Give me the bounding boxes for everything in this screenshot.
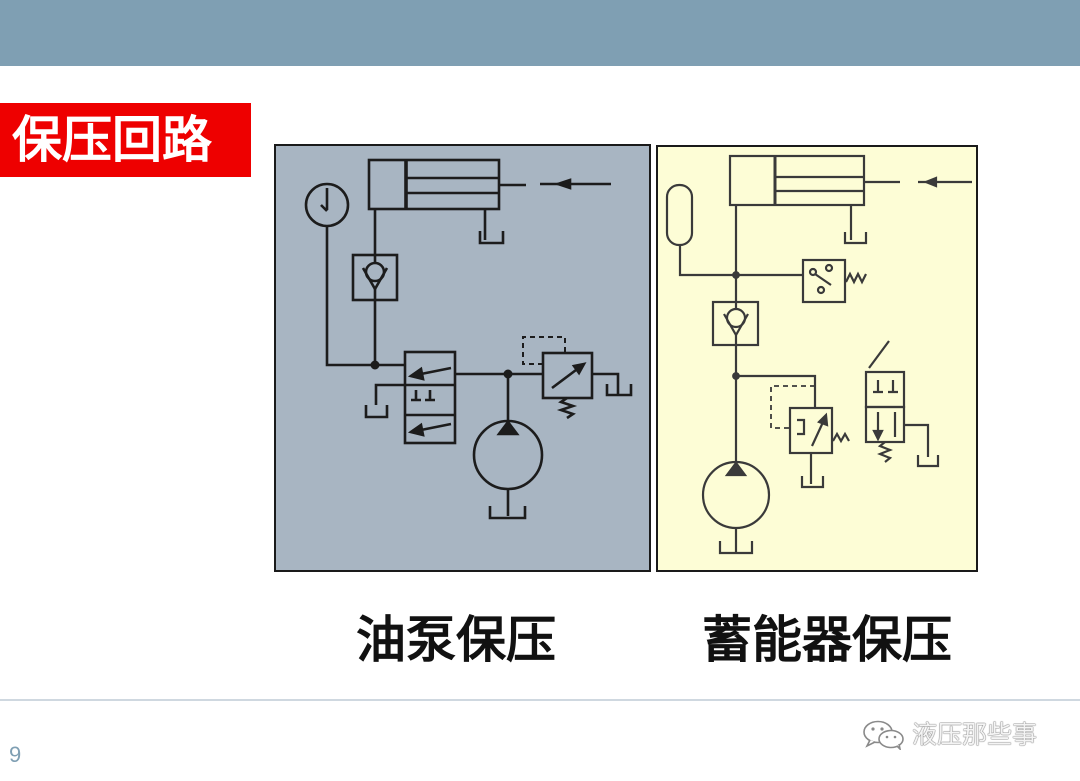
- relief-valve-arrow-head: [817, 412, 829, 427]
- pressure-gauge: [304, 182, 350, 228]
- switch-contact: [816, 285, 826, 295]
- accumulator-circuit-panel: [656, 145, 978, 572]
- wechat-eye: [885, 735, 889, 739]
- tank-outline: [364, 405, 389, 419]
- cylinder-body: [367, 158, 501, 211]
- accumulator-line: [678, 245, 736, 277]
- flow-arrow-head: [872, 429, 884, 442]
- wechat-bubble-tail: [896, 743, 902, 750]
- switch-contact: [808, 267, 818, 277]
- solenoid-valve-spring: [877, 441, 893, 463]
- relief-valve-body: [541, 351, 594, 400]
- pilot-line-dashed: [770, 385, 815, 429]
- accumulator: [665, 183, 736, 277]
- relief-valve-arrow: [551, 365, 581, 390]
- pilot-line-dashed: [522, 336, 566, 365]
- tank-outline: [916, 455, 940, 468]
- gauge-needle: [320, 188, 329, 212]
- load-arrow: [553, 178, 572, 190]
- pump-triangle: [724, 461, 748, 477]
- header-band: [0, 0, 1080, 66]
- solenoid-valve-upper-box: [864, 370, 906, 409]
- wechat-bubble-tail: [865, 739, 876, 748]
- relief-valve-arrow: [811, 419, 825, 447]
- oil-pump-circuit-panel: [274, 144, 651, 572]
- relief-valve: [522, 336, 633, 420]
- slide-title: 保压回路: [12, 110, 212, 169]
- blocked-ports: [873, 380, 898, 394]
- valve-dividers: [405, 383, 455, 417]
- valve-body: [403, 350, 457, 445]
- footer-divider: [0, 699, 1080, 701]
- switch-contact: [824, 263, 834, 273]
- relief-valve-arrow-head: [571, 362, 587, 376]
- relief-valve-notch: [797, 418, 806, 436]
- gauge-pipe-line: [325, 226, 405, 367]
- hydraulic-pump: [701, 460, 771, 555]
- tank-symbol: [478, 209, 505, 245]
- solenoid-outlet-line: [904, 423, 930, 457]
- unloading-relief-valve: [770, 385, 850, 489]
- relief-outlet-line: [592, 372, 620, 394]
- flow-arrow-head: [407, 366, 425, 381]
- blocked-ports: [411, 390, 435, 402]
- flow-arrow-head: [407, 422, 425, 437]
- wechat-bubble-small: [878, 729, 904, 749]
- page-number: 9: [9, 742, 22, 767]
- slide-title-box: 保压回路: [0, 103, 251, 177]
- load-arrow: [923, 176, 938, 188]
- watermark-text: 液压那些事: [912, 720, 1038, 749]
- tank-outline: [488, 506, 527, 520]
- caption-accumulator: 蓄能器保压: [702, 610, 952, 669]
- tank-outline: [605, 384, 633, 397]
- cylinder-body: [728, 154, 866, 207]
- cylinder-rod: [406, 176, 498, 195]
- tank-symbol: [843, 205, 868, 245]
- solenoid-valve: [864, 340, 940, 468]
- hydraulic-cylinder: [728, 154, 972, 207]
- relief-valve-spring: [832, 431, 850, 444]
- accumulator-circuit-diagram: [665, 154, 972, 555]
- wechat-eye: [893, 735, 897, 739]
- pump-triangle: [496, 419, 520, 436]
- check-valve: [711, 300, 760, 347]
- switch-spring: [845, 271, 867, 285]
- solenoid-valve-lower-box: [864, 405, 906, 444]
- tank-symbol: [364, 383, 405, 419]
- wechat-eye: [871, 727, 875, 731]
- directional-valve: [403, 350, 457, 445]
- pressure-switch: [801, 258, 867, 304]
- hydraulic-pump: [472, 374, 544, 520]
- relief-valve-spring: [556, 396, 578, 420]
- check-valve: [351, 253, 399, 302]
- tank-outline: [800, 476, 825, 489]
- tank-outline: [478, 231, 505, 245]
- tank-outline: [718, 541, 754, 555]
- junction-dot: [370, 360, 380, 370]
- solenoid-coil: [868, 340, 890, 369]
- wechat-eye: [880, 727, 884, 731]
- relief-supply-line: [736, 374, 817, 408]
- oil-pump-circuit-diagram: [304, 158, 633, 520]
- tank-outline: [843, 232, 868, 245]
- pressure-switch-body: [801, 258, 847, 304]
- tank-return-line: [374, 383, 405, 405]
- watermark: 液压那些事: [862, 719, 1037, 751]
- cylinder-rod: [775, 175, 864, 193]
- accumulator-body: [665, 183, 694, 247]
- caption-oil-pump: 油泵保压: [356, 610, 556, 669]
- switch-lever: [814, 273, 832, 286]
- wechat-icon: [863, 720, 904, 750]
- hydraulic-cylinder: [367, 158, 611, 211]
